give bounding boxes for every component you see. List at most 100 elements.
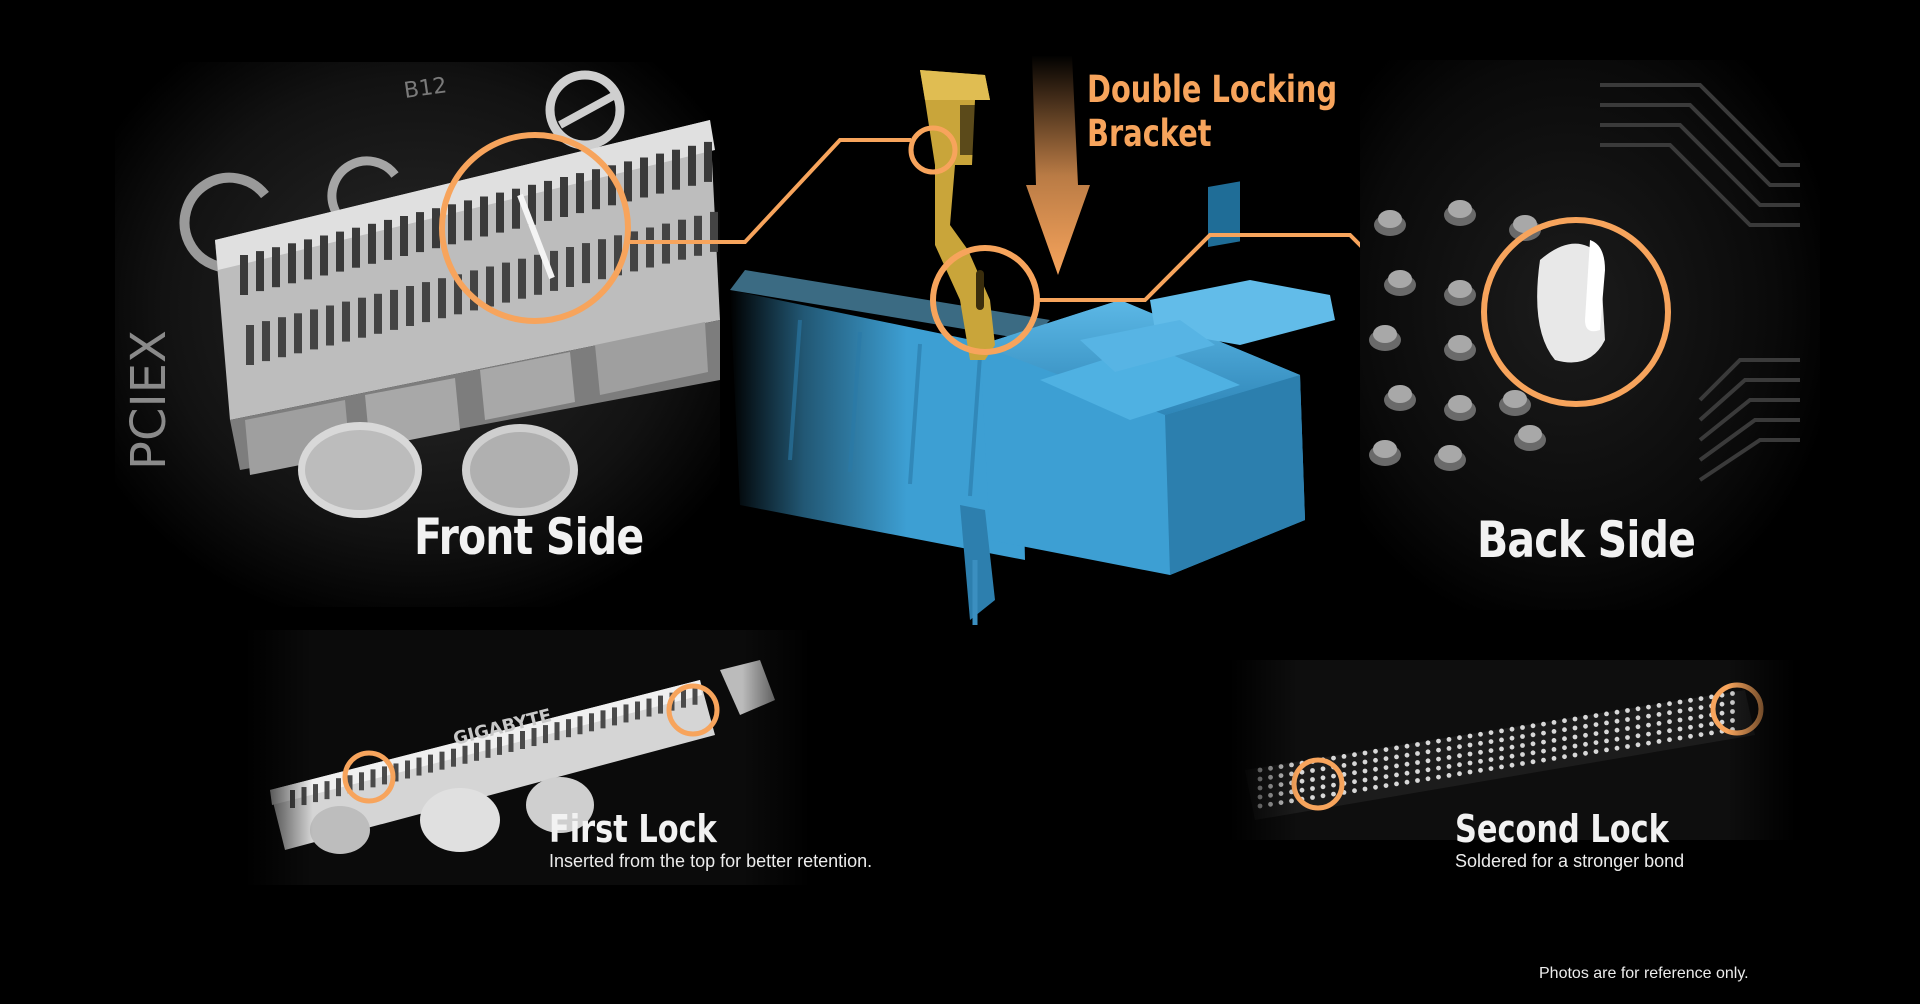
slot-contact: [512, 188, 520, 229]
slot-contact: [422, 282, 430, 323]
slot-contact: [278, 317, 286, 358]
slot-contact: [352, 227, 360, 268]
slot-contact: [454, 274, 462, 315]
slot-contact: [326, 305, 334, 346]
slot-contact: [518, 258, 526, 299]
silkscreen-b12: B12: [402, 73, 448, 104]
solder-pin-top: [1448, 335, 1472, 353]
front-side-label: Front Side: [414, 508, 644, 566]
slot-contact: [502, 262, 510, 303]
solder-pin-top: [1448, 395, 1472, 413]
slot-contact: [624, 161, 632, 202]
slot-contact: [374, 293, 382, 334]
slot-contact: [272, 247, 280, 288]
slot-contact: [240, 255, 248, 295]
slot-contact: [400, 216, 408, 256]
slot-contact: [544, 180, 552, 221]
slot-contact: [534, 254, 542, 295]
slot-contact: [592, 169, 600, 210]
silkscreen-pciex: PCIEX: [121, 330, 177, 470]
slot-contact: [448, 204, 456, 245]
slot-rib: [908, 343, 922, 485]
solder-pin-top: [1503, 390, 1527, 408]
slot-contact: [464, 200, 472, 241]
slot-rib: [848, 331, 862, 473]
slot-contact: [576, 173, 584, 214]
blue-pcie-slot: [730, 181, 1335, 625]
solder-pin-top: [1388, 385, 1412, 403]
slot-ribs: [788, 319, 982, 497]
slot-contact: [368, 223, 376, 264]
slot-contact: [262, 321, 270, 362]
slot-contact: [704, 141, 712, 182]
front-zoom-ring: [439, 132, 631, 324]
slot-contact: [582, 243, 590, 284]
locking-bracket: [920, 70, 995, 360]
slot-contact: [550, 250, 558, 291]
solder-pin-top: [1518, 425, 1542, 443]
slot-contact: [470, 270, 478, 311]
slot-contact: [688, 145, 696, 186]
slot-contact: [406, 286, 414, 326]
slot-contact: [528, 184, 536, 225]
slot-contact: [656, 153, 664, 194]
slot-contact: [416, 212, 424, 253]
slot-contact: [438, 278, 446, 319]
bracket-title: Double Locking Bracket: [1087, 68, 1337, 155]
slot-contact: [710, 211, 718, 252]
slot-contact: [614, 235, 622, 276]
slot-contact: [390, 289, 398, 330]
bracket-title-line1: Double Locking: [1087, 68, 1338, 111]
slot-contact: [294, 313, 302, 354]
second-lock-photo: [1230, 660, 1795, 840]
slot-contact: [608, 165, 616, 206]
first-lock-caption: Inserted from the top for better retenti…: [549, 851, 873, 871]
slot-rib: [788, 319, 802, 461]
front-side-photo: B12 PCIEX: [115, 62, 720, 607]
slot-contact: [678, 219, 686, 260]
slot-contact: [630, 231, 638, 272]
slot-contact: [672, 149, 680, 190]
slot-contact: [560, 177, 568, 217]
slot-contact: [310, 309, 318, 350]
solder-pins: [1369, 200, 1546, 471]
slot-contact: [256, 251, 264, 292]
solder-pin-top: [1378, 210, 1402, 228]
slot-contact: [432, 208, 440, 249]
down-arrow: [1026, 55, 1090, 275]
slot-contact: [304, 239, 312, 280]
slot-rib: [968, 355, 982, 497]
second-lock-title: Second Lock: [1455, 807, 1669, 851]
solder-pin-top: [1373, 325, 1397, 343]
slot-contact: [566, 247, 574, 287]
solder-pin-top: [1448, 280, 1472, 298]
slot-contact: [480, 196, 488, 237]
slot-contact: [342, 301, 350, 342]
slot-contact: [336, 231, 344, 272]
slot-contact: [646, 227, 654, 268]
solder-pin-top: [1373, 440, 1397, 458]
bracket-title-line2: Bracket: [1087, 111, 1212, 155]
slot-contacts: [240, 141, 718, 365]
solder-pin-top: [1448, 200, 1472, 218]
first-lock-photo: GIGABYTE: [245, 630, 810, 885]
slot-contact: [694, 215, 702, 256]
slot-contact: [486, 266, 494, 307]
slot-contact: [384, 219, 392, 260]
slot-contact: [598, 239, 606, 280]
slot-contact: [288, 243, 296, 284]
back-zoom-ring: [1481, 217, 1671, 407]
reference-footnote: Photos are for reference only.: [1539, 965, 1749, 982]
back-side-photo: [1360, 60, 1820, 610]
solder-pin-top: [1438, 445, 1462, 463]
second-lock-caption: Soldered for a stronger bond: [1455, 851, 1685, 871]
slot-contact: [320, 235, 328, 276]
slot-contact: [246, 325, 254, 365]
slot-contact: [640, 157, 648, 198]
slot-contact: [496, 192, 504, 233]
first-lock-title: First Lock: [549, 807, 717, 851]
back-side-label: Back Side: [1477, 511, 1696, 569]
solder-pin-top: [1388, 270, 1412, 288]
